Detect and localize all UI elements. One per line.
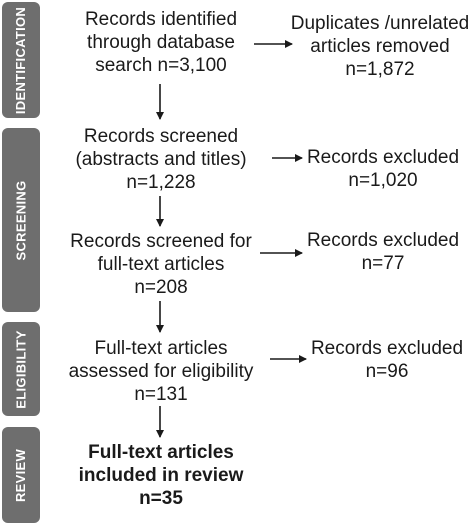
box-line: full-text articles xyxy=(97,254,225,275)
stage-tab-identification: IDENTIFICATION xyxy=(2,2,40,118)
box-line: n=35 xyxy=(139,488,183,509)
box-line: n=208 xyxy=(134,277,188,298)
box-line: Records screened for xyxy=(70,231,252,252)
box-line: Full-text articles xyxy=(94,338,228,359)
box-fulltext-assessed: Full-text articles assessed for eligibil… xyxy=(56,337,266,406)
box-line: assessed for eligibility xyxy=(68,361,254,382)
box-line: Records excluded xyxy=(306,147,460,168)
box-line: n=77 xyxy=(361,253,405,274)
box-line: n=1,872 xyxy=(345,59,415,80)
box-duplicates-removed: Duplicates /unrelated articles removed n… xyxy=(288,12,472,81)
box-line: Records excluded xyxy=(310,338,464,359)
box-line: (abstracts and titles) xyxy=(75,149,247,170)
stage-tab-review: REVIEW xyxy=(2,427,40,523)
box-line: Duplicates /unrelated xyxy=(290,13,470,34)
box-records-screened-fulltext: Records screened for full-text articles … xyxy=(56,230,266,299)
box-records-excluded-3: Records excluded n=96 xyxy=(300,337,474,383)
box-line: Records screened xyxy=(83,126,239,147)
box-line: articles removed xyxy=(310,36,450,57)
box-line: n=1,228 xyxy=(126,172,196,193)
box-records-screened: Records screened (abstracts and titles) … xyxy=(56,125,266,194)
box-line: n=96 xyxy=(365,361,409,382)
box-line: n=131 xyxy=(134,384,188,405)
box-line: search n=3,100 xyxy=(95,55,227,76)
box-line: through database xyxy=(87,32,235,53)
box-records-excluded-1: Records excluded n=1,020 xyxy=(296,146,470,192)
stage-tab-screening: SCREENING xyxy=(2,128,40,312)
box-records-identified: Records identified through database sear… xyxy=(56,8,266,77)
box-line: n=1,020 xyxy=(348,170,418,191)
stage-tab-eligibility: ELIGIBILITY xyxy=(2,322,40,416)
box-line: Full-text articles xyxy=(88,442,234,463)
box-line: Records identified xyxy=(84,9,238,30)
box-line: Records excluded xyxy=(306,230,460,251)
box-line: included in review xyxy=(78,465,244,486)
box-fulltext-included: Full-text articles included in review n=… xyxy=(56,441,266,510)
box-records-excluded-2: Records excluded n=77 xyxy=(296,229,470,275)
